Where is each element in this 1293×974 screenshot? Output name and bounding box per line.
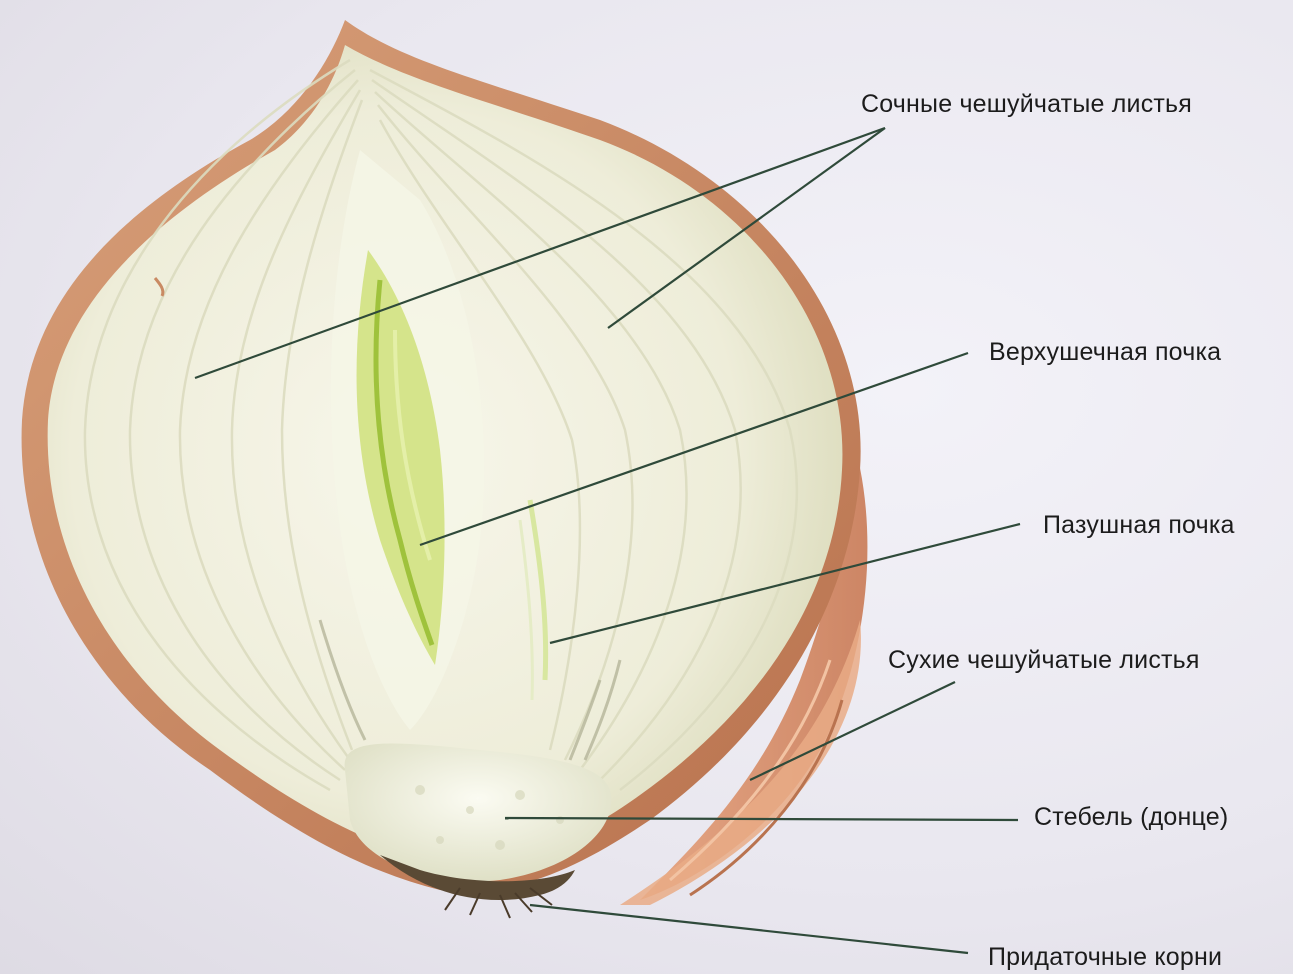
label-adventitious-roots: Придаточные корни bbox=[988, 945, 1222, 970]
label-juicy-scale-leaves: Сочные чешуйчатые листья bbox=[861, 92, 1192, 117]
label-apical-bud: Верхушечная почка bbox=[989, 340, 1221, 365]
label-stem: Стебель (донце) bbox=[1034, 805, 1228, 830]
label-dry-scale-leaves: Сухие чешуйчатые листья bbox=[888, 648, 1200, 673]
leader-line-roots bbox=[530, 905, 968, 953]
label-axillary-bud: Пазушная почка bbox=[1043, 513, 1235, 538]
